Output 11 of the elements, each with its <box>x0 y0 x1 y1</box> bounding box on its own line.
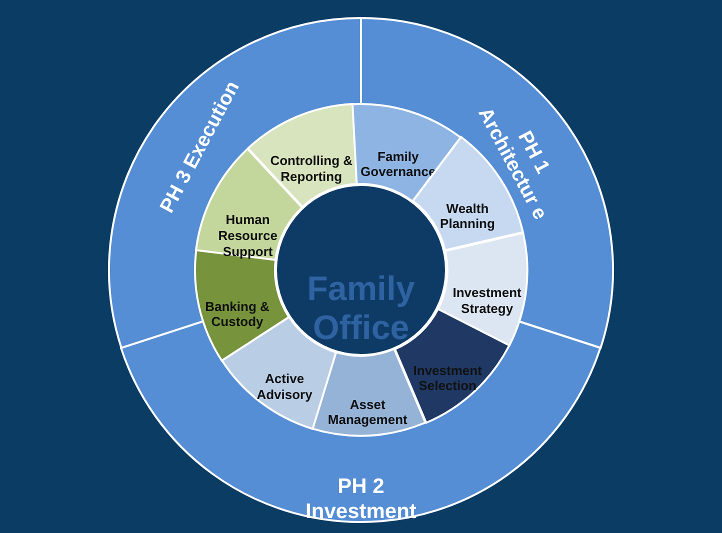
segment-label: Investment Strategy <box>452 285 522 317</box>
segment-label: PH 2 Investment <box>304 474 418 524</box>
segment-label: Investment Selection <box>412 362 483 394</box>
center-label: Family Office <box>306 270 416 348</box>
segment-label: Banking & Custody <box>204 298 270 330</box>
segment-label: Wealth Planning <box>439 200 495 232</box>
segment-label: Controlling & Reporting <box>269 153 354 184</box>
segment-label: Asset Management <box>326 396 408 428</box>
segment-label: Family Governance <box>360 148 437 180</box>
segment-label: Human Resource Support <box>217 212 278 260</box>
segment-label: Active Advisory <box>256 371 314 403</box>
